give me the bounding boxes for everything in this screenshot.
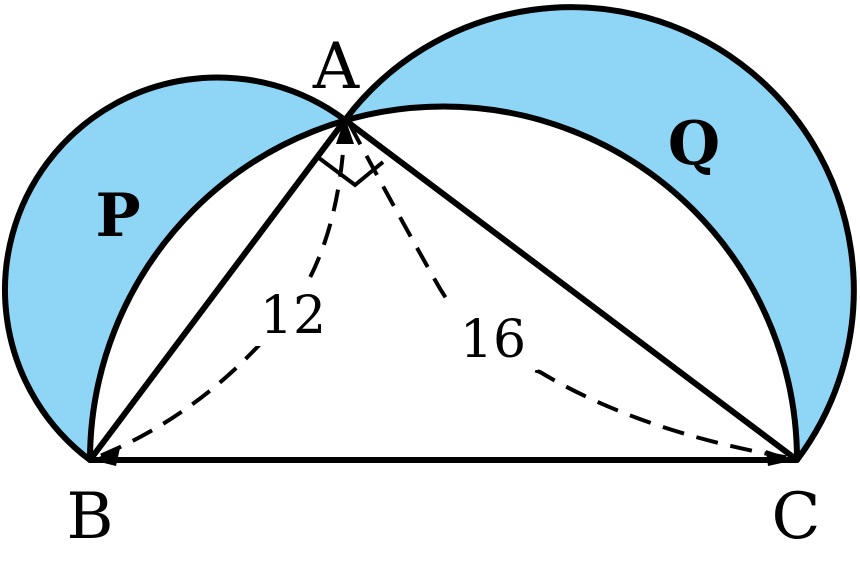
point-label-b: B bbox=[66, 480, 113, 554]
semicircle-ac bbox=[342, 4, 857, 462]
semicircle-ab bbox=[2, 74, 347, 463]
side-ac bbox=[342, 117, 800, 463]
region-label-p: P bbox=[95, 181, 140, 251]
dimension-ab-curve bbox=[94, 119, 347, 460]
region-p-fill bbox=[5, 77, 345, 460]
dimension-ac-curve bbox=[348, 124, 791, 460]
label-bg-16 bbox=[448, 302, 538, 370]
region-q-fill bbox=[345, 7, 854, 460]
region-label-q: Q bbox=[668, 109, 720, 179]
point-label-c: C bbox=[772, 480, 821, 554]
label-bg-12 bbox=[250, 280, 336, 346]
arrowhead-a bbox=[336, 118, 354, 144]
arrowhead-b bbox=[92, 448, 120, 466]
semicircle-bc bbox=[87, 103, 800, 461]
side-ab bbox=[87, 117, 348, 463]
point-label-a: A bbox=[312, 30, 360, 104]
measure-ab: 12 bbox=[260, 286, 326, 346]
measure-ac: 16 bbox=[460, 310, 526, 370]
arrowhead-c bbox=[766, 450, 795, 466]
